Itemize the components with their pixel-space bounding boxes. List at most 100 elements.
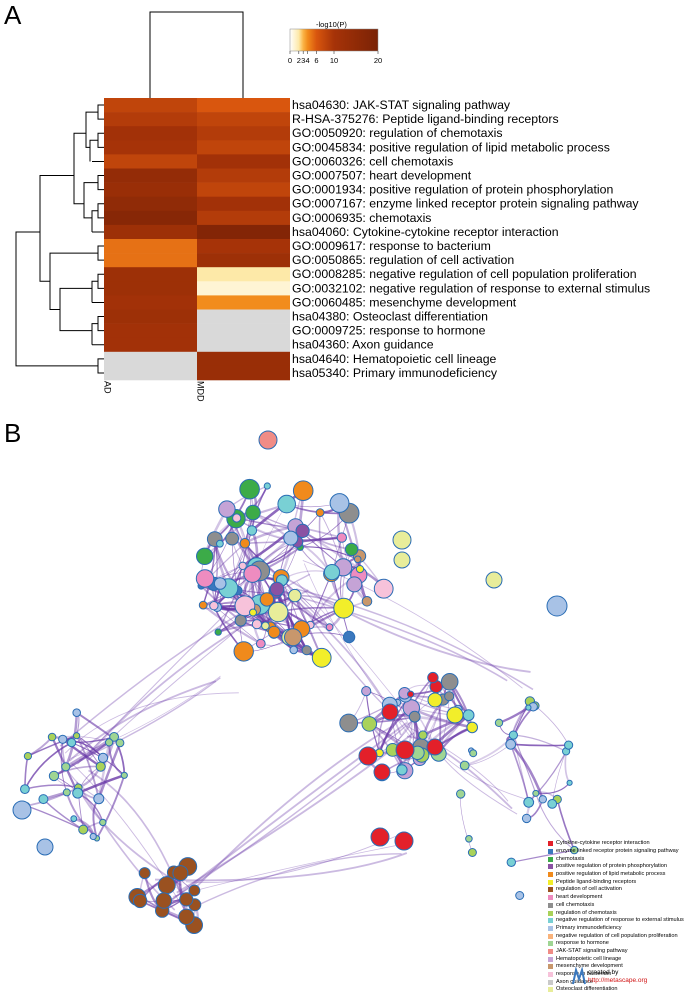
network-node [509,731,517,739]
legend-swatch [548,849,553,854]
legend-item: regulation of chemotaxis [548,909,688,917]
heatmap-row-label: GO:0032102: negative regulation of respo… [292,281,650,295]
heatmap-cell [197,183,290,197]
heatmap-row-label: GO:0006935: chemotaxis [292,211,431,225]
network-edge [511,744,569,745]
network-node [39,795,48,804]
network-node [214,578,226,590]
metascape-logo-icon [572,967,586,985]
network-node [264,483,270,489]
network-node [362,717,377,732]
network-node [24,753,31,760]
network-node [337,533,346,542]
legend-item: enzyme linked receptor protein signaling… [548,848,688,856]
heatmap-cell [104,352,197,366]
legend-swatch [548,841,553,846]
network-node [302,646,311,655]
credit-url[interactable]: http://metascape.org [588,977,647,985]
network-node [359,747,377,765]
network-node [68,739,76,747]
credit-created-by: created by [588,969,647,977]
legend-item: Hematopoietic cell lineage [548,955,688,963]
heatmap-row-label: hsa05340: Primary immunodeficiency [292,366,498,380]
network-node [79,825,88,834]
network-node [486,572,502,588]
heatmap-cell [104,140,197,154]
network-node [240,539,250,549]
network-node [526,705,531,710]
legend-swatch [548,911,553,916]
network-node [284,531,298,545]
network-node [445,692,454,701]
heatmap-cell [197,197,290,211]
network-node [312,648,331,667]
network-node [234,642,253,661]
heatmap-cell [104,112,197,126]
legend-swatch [548,857,553,862]
network-node [396,741,414,759]
heatmap-cell [197,225,290,239]
network-node [374,579,393,598]
network-node [539,796,546,803]
network-node [259,431,277,449]
legend-swatch [548,957,553,962]
network-node [21,785,30,794]
row-dendrogram [16,105,104,373]
legend-swatch [548,872,553,877]
network-node [330,494,349,513]
network-node [362,597,372,607]
heatmap-row-label: GO:0009725: response to hormone [292,324,486,338]
network-node [49,771,58,780]
network-node [428,693,442,707]
legend-item: chemotaxis [548,855,688,863]
network-node [179,909,194,924]
network-node [441,674,458,691]
network-node [397,765,407,775]
network-node [347,577,362,592]
legend-swatch [548,864,553,869]
network-node [37,839,53,855]
legend-item: response to hormone [548,940,688,948]
legend-swatch [548,880,553,885]
legend-swatch [548,949,553,954]
network-node [100,819,106,825]
network-node [217,540,224,547]
legend-swatch [548,926,553,931]
legend-label: enzyme linked receptor protein signaling… [556,848,679,855]
network-edge [499,708,528,723]
network-node [235,615,246,626]
legend-label: Peptide ligand-binding receptors [556,879,636,886]
heatmap-cell [197,366,290,380]
heatmap-cell [197,338,290,352]
legend-swatch [548,964,553,969]
network-node [290,646,298,654]
network-node [408,691,414,697]
network-node [71,816,77,822]
heatmap-cell [197,281,290,295]
network-node [495,719,502,726]
network-node [62,763,70,771]
heatmap-cell [197,352,290,366]
network-node [470,750,477,757]
heatmap-cell [197,253,290,267]
network-node [506,739,516,749]
heatmap-cell [104,295,197,309]
network-node [457,790,465,798]
network-node [268,626,280,638]
network-node [252,620,261,629]
legend-item: regulation of cell activation [548,886,688,894]
network-node [427,739,443,755]
legend-label: heart development [556,894,602,901]
network-node [567,780,572,785]
network-node [196,570,213,587]
legend-swatch [548,895,553,900]
legend-label: regulation of cell activation [556,886,622,893]
legend-label: negative regulation of cell population p… [556,933,678,940]
network-node [73,709,81,717]
network-node [121,772,127,778]
network-node [256,639,265,648]
network-node [139,868,150,879]
network-node [395,832,413,850]
legend-label: response to hormone [556,940,609,947]
network-node [13,801,31,819]
